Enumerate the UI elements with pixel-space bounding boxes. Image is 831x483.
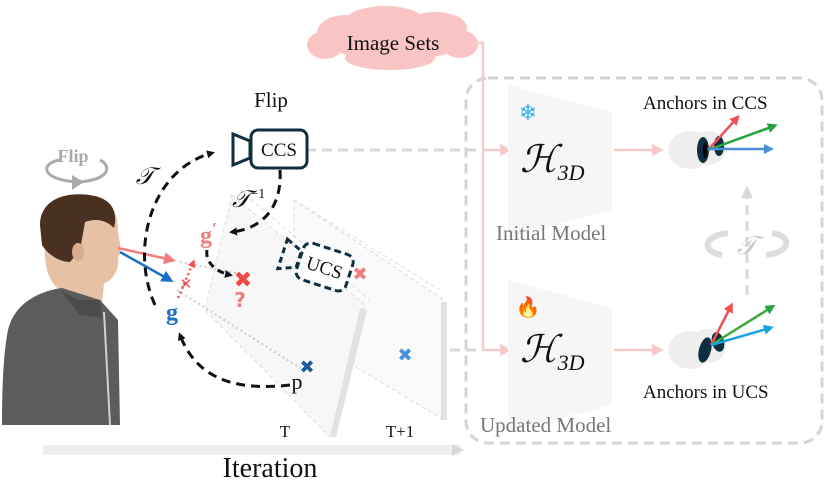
h3d-updated-main: ℋ [520,329,563,371]
gprime-to-x-arrow [205,249,233,278]
initial-model-block [508,85,612,238]
gaze-blue-arrow [119,250,174,282]
flip-head-label: Flip [57,146,88,166]
tau-inverse-sup: −1 [250,187,265,202]
tau-right-label: 𝒯 [737,231,765,260]
navy-x-marker-icon: ✖ [299,357,314,378]
small-red-x-icon: ✕ [180,275,193,293]
rotate-icon [704,230,790,258]
ccs-camera-icon [231,128,309,170]
updated-model-block [508,280,612,432]
h3d-updated: ℋ3D [520,329,585,375]
image-sets-cloud [307,6,478,70]
g-prime-main: g [200,223,212,249]
h3d-initial-main: ℋ [520,139,563,181]
anchors-ucs-label: Anchors in UCS [643,382,769,403]
g-label: g [166,300,178,326]
flip-title: Flip [254,88,288,112]
h3d-initial: ℋ3D [520,139,585,185]
p-to-g-arrow [178,332,291,389]
h3d-initial-sub: 3D [557,160,585,185]
red-x-marker-icon: ✖ [234,268,252,293]
iteration-t1-label: T+1 [386,422,414,441]
p-label: p [292,369,303,394]
image-sets-label: Image Sets [347,31,440,55]
eyes-ccs-icon [668,131,726,169]
ucs-red-axis [709,302,733,346]
ccs-label: CCS [261,140,297,161]
ccs-green-axis [707,123,778,152]
h3d-updated-sub: 3D [557,350,585,375]
blue-x-marker-icon: ✖ [397,345,412,366]
g-prime-label: g′ [200,219,217,249]
iteration-t-label: T [280,422,291,441]
ucs-green-axis [710,304,776,347]
correction-arrow [176,259,196,299]
model-container [464,76,824,445]
ucs-camera-icon: UCS [275,236,355,293]
iteration-label: Iteration [223,453,318,483]
eyes-ucs-icon [668,329,726,369]
ucs-blue-axis [710,324,774,347]
ccs-red-axis [707,115,740,151]
pink-x-marker-icon: ✖ [352,264,367,285]
fire-icon: 🔥 [516,295,541,319]
snowflake-icon: ❄ [519,101,537,126]
tau-inverse-label: 𝒯−1 [232,187,265,213]
person-image [2,194,121,426]
tau-label: 𝒯 [136,164,162,190]
image-sets-link [467,41,512,356]
g-prime-mark: ′ [212,219,217,239]
question-mark: ? [234,288,246,312]
tau-inverse-arrow [229,169,282,236]
initial-model-label: Initial Model [496,221,606,245]
projection-line-g [176,289,301,369]
tau-arrow [143,150,215,306]
flip-rotate-icon [45,158,109,190]
anchors-ccs-label: Anchors in CCS [643,93,768,114]
updated-model-label: Updated Model [480,413,611,437]
plane-t [204,189,371,438]
